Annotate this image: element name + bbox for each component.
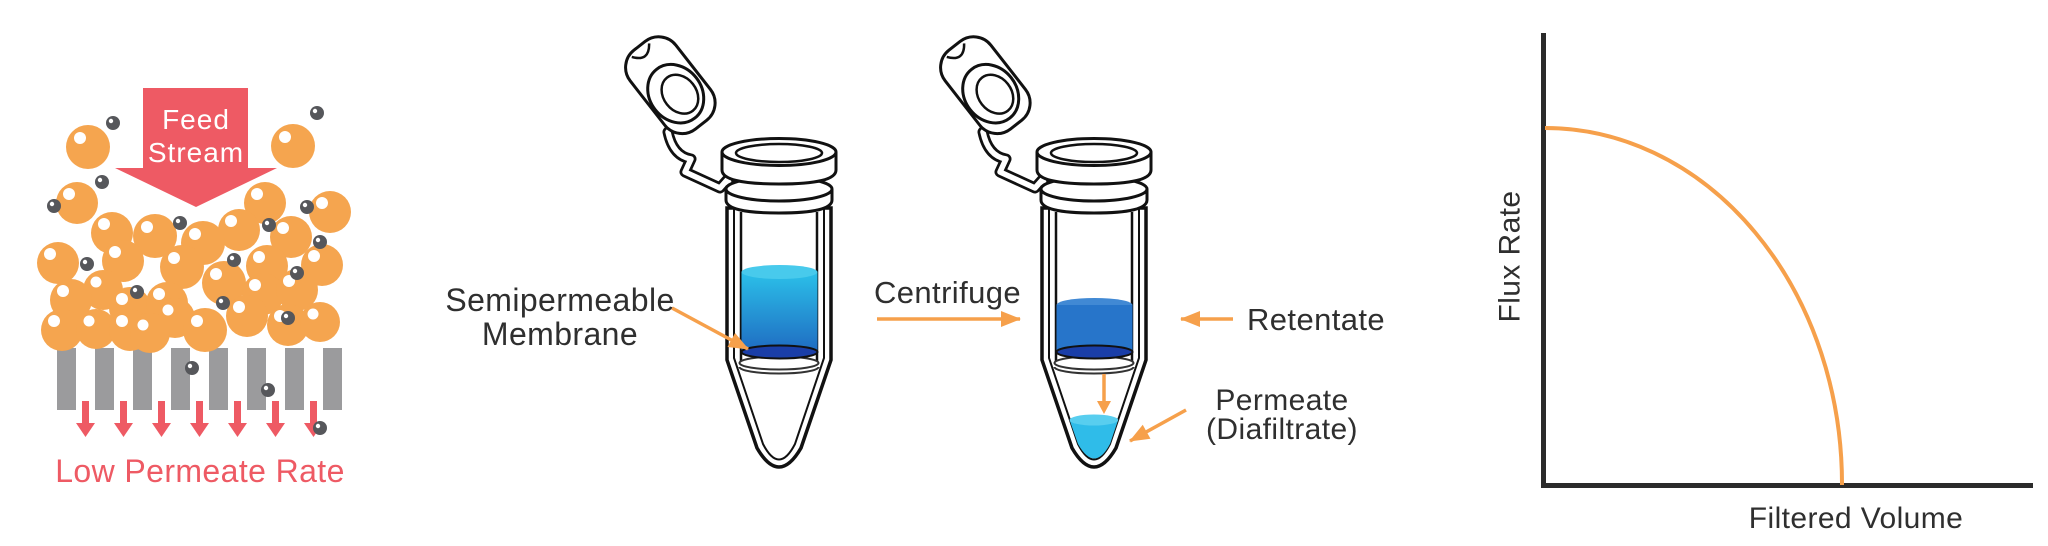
flux-chart	[1541, 33, 2033, 488]
retentate-membrane-surface	[1055, 344, 1134, 360]
y-axis-label: Flux Rate	[1493, 190, 1527, 323]
flux-curve	[1544, 126, 1845, 486]
microtube-shape	[624, 35, 838, 469]
feed-stream-arrow	[115, 88, 277, 207]
permeate-pointer-arrow	[1129, 408, 1187, 443]
x-axis-label: Filtered Volume	[1748, 502, 1964, 535]
flow-through-arrow	[1097, 374, 1111, 414]
permeate-label-line1: Permeate	[1215, 384, 1349, 417]
microtube-centrifuged	[932, 28, 1151, 467]
membrane-label-line1: Semipermeable	[445, 282, 675, 318]
sample-membrane-surface	[740, 344, 819, 360]
semipermeable-membrane-label: Semipermeable Membrane	[420, 283, 700, 351]
feed-particles-small	[47, 106, 327, 435]
membrane-bars	[57, 348, 342, 410]
membrane-label-line2: Membrane	[481, 316, 639, 352]
sample-liquid	[741, 272, 818, 360]
retentate-label: Retentate	[1247, 302, 1386, 337]
feed-particles-large	[37, 124, 351, 353]
low-permeate-caption: Low Permeate Rate	[55, 453, 345, 489]
sample-liquid-surface	[741, 265, 818, 279]
centrifuge-label: Centrifuge	[873, 275, 1022, 310]
feed-stream-label-line2: Stream	[147, 137, 245, 168]
feed-stream-panel	[37, 88, 351, 437]
membrane-pointer-arrow	[671, 306, 749, 351]
permeate-label-line2: (Diafiltrate)	[1206, 413, 1358, 446]
annotation-arrows	[671, 306, 1233, 443]
low-permeate-arrows	[76, 401, 323, 437]
permeate-label: Permeate (Diafiltrate)	[1162, 384, 1402, 446]
permeate-liquid	[1069, 420, 1119, 459]
feed-stream-label-line1: Feed	[162, 104, 230, 135]
feed-stream-label: Feed Stream	[126, 103, 266, 169]
permeate-surface	[1069, 414, 1119, 426]
microtube-sample	[740, 265, 819, 360]
